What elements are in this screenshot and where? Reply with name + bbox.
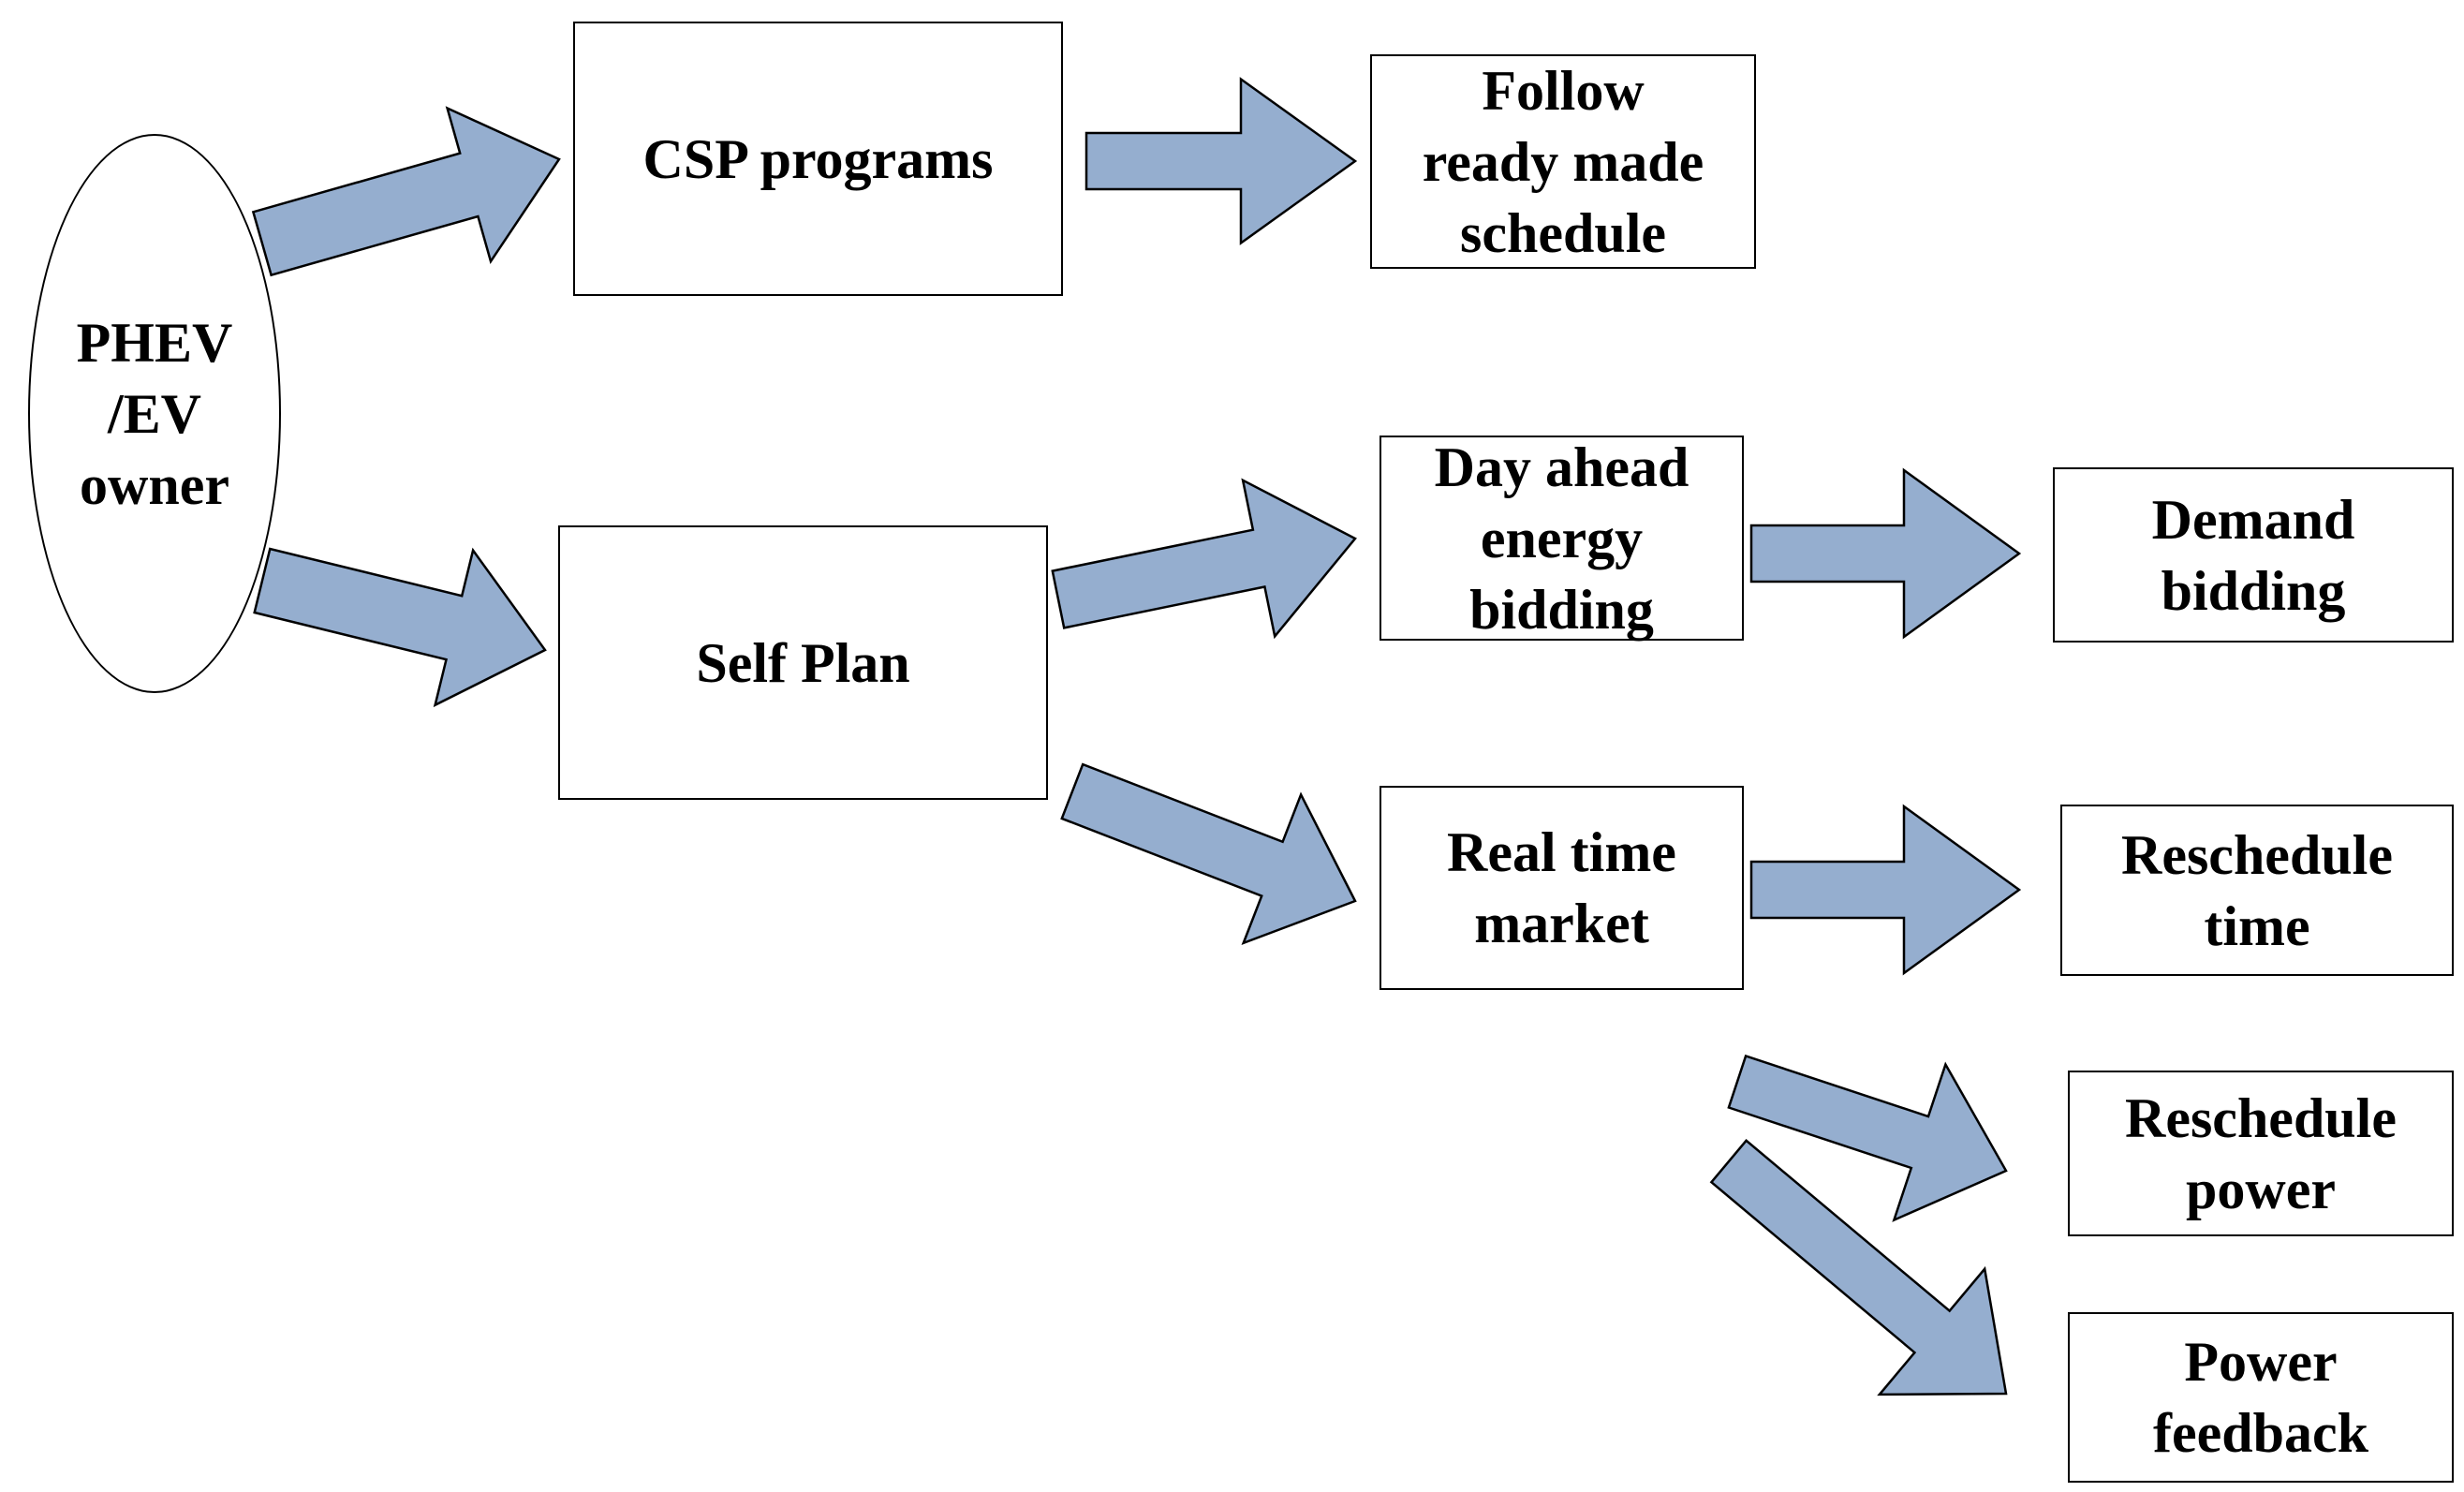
arrow-self_plan-to-real_time: [1060, 762, 1357, 946]
arrow-owner-to-self_plan: [253, 547, 547, 708]
node-line: Power: [2184, 1331, 2338, 1393]
node-follow-schedule: Follow ready made schedule: [1370, 54, 1756, 269]
node-line: ready made: [1422, 130, 1704, 193]
node-line: owner: [80, 453, 229, 516]
node-line: Real time: [1447, 821, 1676, 883]
node-line: bidding: [1469, 578, 1654, 641]
arrow-real_time-to-power_feedback: [1709, 1139, 2008, 1396]
node-line: /EV: [107, 382, 201, 445]
node-reschedule-time: Reschedule time: [2060, 805, 2454, 976]
node-line: Day ahead: [1434, 436, 1689, 498]
node-csp-programs: CSP programs: [573, 22, 1063, 296]
node-line: feedback: [2153, 1402, 2368, 1464]
node-real-time-market: Real time market: [1380, 786, 1744, 990]
arrow-csp-to-follow: [1084, 77, 1358, 245]
node-line: schedule: [1459, 201, 1667, 264]
node-line: Reschedule: [2125, 1086, 2397, 1149]
node-line: Demand: [2151, 488, 2355, 551]
node-day-ahead-bidding: Day ahead energy bidding: [1380, 436, 1744, 641]
node-self-plan: Self Plan: [558, 525, 1048, 800]
node-line: power: [2186, 1158, 2336, 1220]
arrow-self_plan-to-day_ahead: [1051, 478, 1357, 640]
arrow-owner-to-csp: [251, 106, 561, 277]
node-line: Reschedule: [2121, 823, 2393, 886]
node-line: time: [2204, 894, 2310, 957]
node-line: market: [1474, 893, 1649, 954]
node-demand-bidding: Demand bidding: [2053, 467, 2454, 643]
node-line: PHEV: [76, 311, 233, 374]
node-line: energy: [1480, 507, 1644, 569]
arrow-real_time-to-reschedule_power: [1727, 1054, 2008, 1222]
node-power-feedback: Power feedback: [2068, 1312, 2454, 1483]
node-line: Follow: [1482, 59, 1645, 122]
node-phev-ev-owner: PHEV /EV owner: [28, 134, 281, 693]
node-line: bidding: [2161, 559, 2346, 622]
arrow-day_ahead-to-demand: [1749, 467, 2022, 640]
node-line: Self Plan: [696, 631, 910, 694]
node-line: CSP programs: [642, 127, 994, 190]
arrow-real_time-to-reschedule_time: [1749, 804, 2022, 976]
node-reschedule-power: Reschedule power: [2068, 1071, 2454, 1236]
